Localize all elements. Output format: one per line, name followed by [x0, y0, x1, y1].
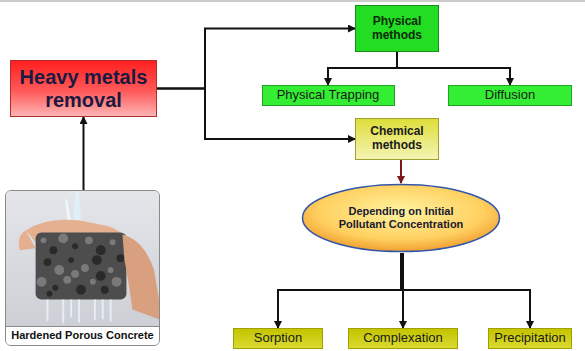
node-label: Depending on Initial Pollutant Concentra…	[326, 205, 476, 230]
removal-box: Heavy metals removal	[10, 60, 157, 117]
photo-panel: Hardened Porous Concrete	[5, 190, 160, 346]
process-box: Complexation	[348, 328, 458, 349]
process-box: Diffusion	[448, 85, 572, 106]
process-box: Precipitation	[488, 328, 572, 349]
connector-arrow	[157, 29, 355, 89]
connector-arrow	[397, 52, 510, 85]
node-label: Physical methods	[356, 15, 438, 43]
node-label: Precipitation	[490, 331, 570, 346]
connector-arrow	[83, 117, 85, 190]
connector-arrow	[328, 52, 397, 85]
method-box: Chemical methods	[355, 118, 439, 160]
top-line	[0, 1, 585, 2]
node-label: Heavy metals removal	[11, 66, 156, 112]
photo-caption: Hardened Porous Concrete	[6, 326, 159, 345]
node-label: Complexation	[359, 331, 447, 346]
node-label: Physical Trapping	[273, 88, 384, 103]
process-box: Sorption	[233, 328, 323, 349]
method-box: Physical methods	[355, 5, 439, 52]
node-label: Chemical methods	[356, 125, 438, 153]
node-label: Sorption	[250, 331, 306, 346]
condition-ellipse: Depending on Initial Pollutant Concentra…	[301, 183, 501, 253]
connector-arrow	[278, 253, 401, 328]
connector-arrow	[400, 160, 402, 183]
process-box: Physical Trapping	[262, 85, 395, 106]
node-label: Diffusion	[481, 88, 539, 103]
connector-arrow	[401, 253, 530, 328]
concrete-photo	[6, 191, 159, 345]
